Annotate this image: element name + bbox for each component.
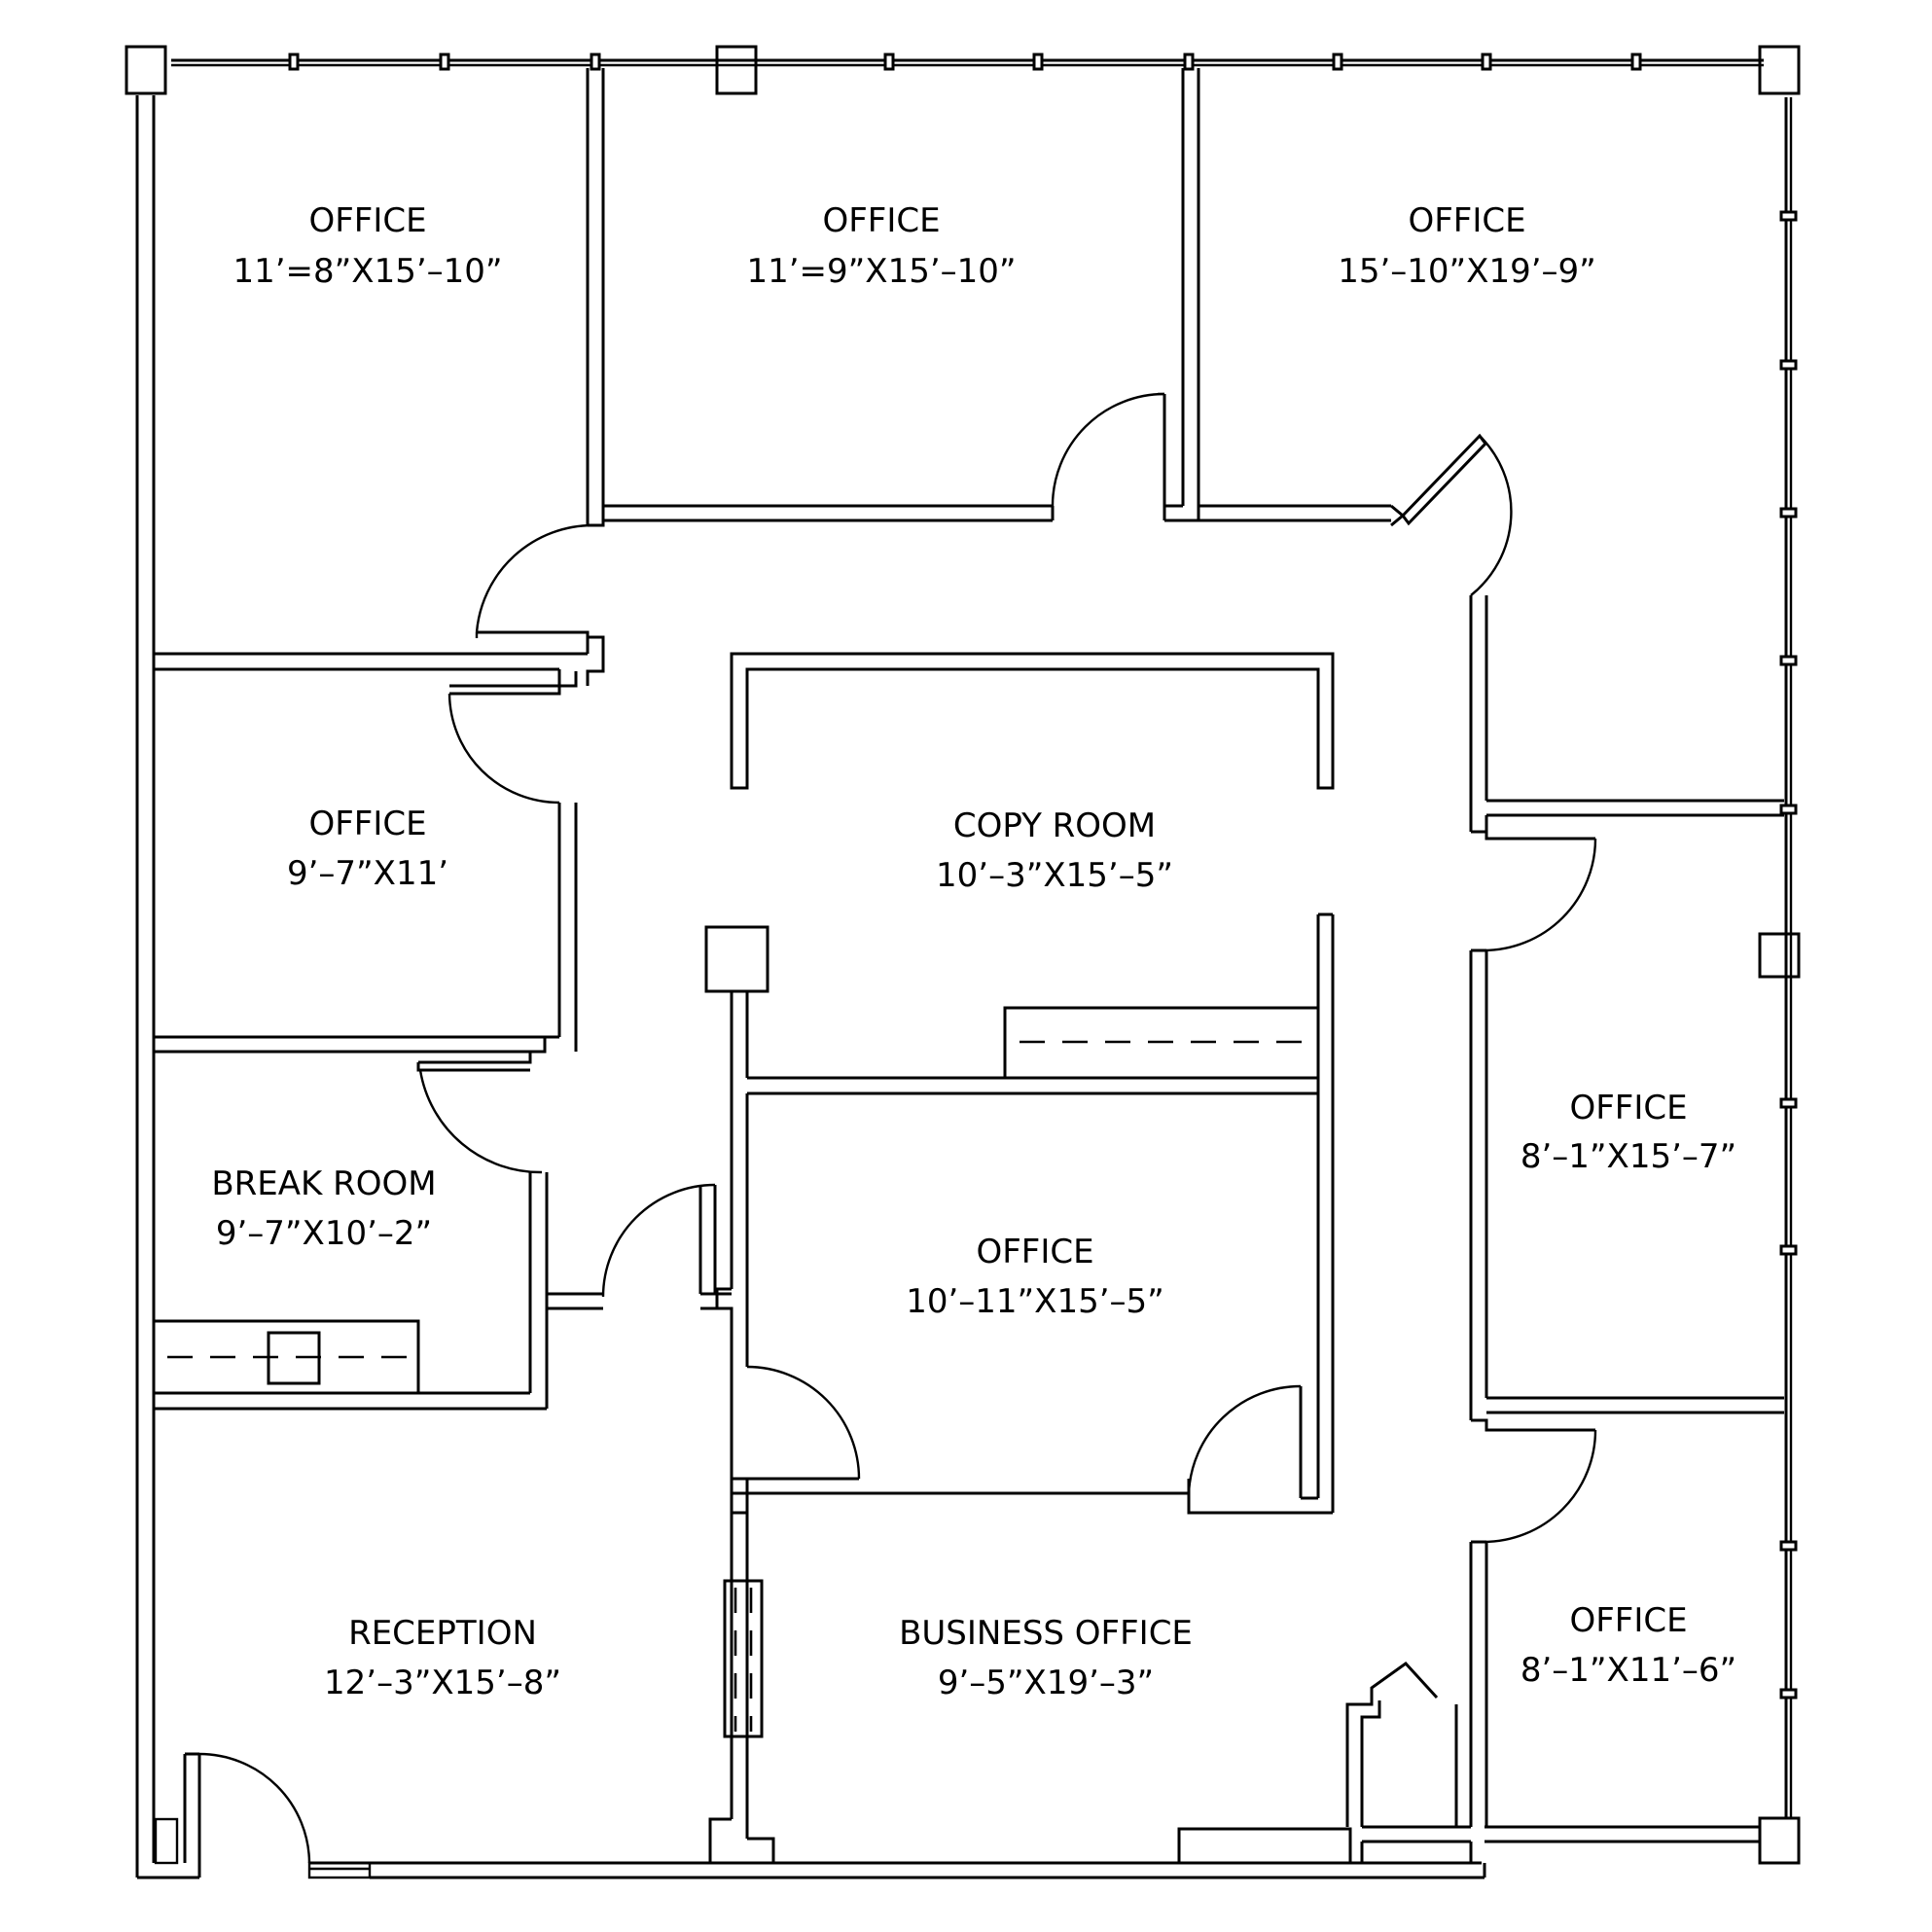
break-room-name: BREAK ROOM: [211, 1164, 436, 1203]
office-1-name: OFFICE: [308, 201, 426, 240]
west-exterior-wall: [135, 95, 156, 1878]
office-4-walls: [154, 669, 578, 1064]
office-4-name: OFFICE: [308, 805, 426, 843]
business-office-dims: 9’–5”X19’–3”: [938, 1664, 1154, 1702]
columns: [125, 45, 1801, 1865]
office-2-name: OFFICE: [822, 201, 940, 240]
office-2-dims: 11’=9”X15’–10”: [746, 252, 1016, 291]
office-6-name: OFFICE: [976, 1233, 1093, 1271]
copy-room-walls: [730, 652, 1335, 1513]
east-curtain-wall: [1779, 97, 1798, 1819]
office-4-dims: 9’–7”X11’: [287, 854, 448, 893]
room-labels: OFFICE 11’=8”X15’–10” OFFICE 11’=9”X15’–…: [211, 201, 1736, 1702]
business-office-name: BUSINESS OFFICE: [899, 1614, 1193, 1653]
copy-room-dims: 10’–3”X15’–5”: [936, 856, 1173, 895]
break-room-dims: 9’–7”X10’–2”: [216, 1214, 432, 1253]
office-5-name: OFFICE: [1569, 1089, 1687, 1127]
office-6-dims: 10’–11”X15’–5”: [906, 1282, 1164, 1321]
office-2-walls: [603, 68, 1200, 522]
office-3-dims: 15’–10”X19’–9”: [1338, 252, 1596, 291]
office-6-walls: [715, 1093, 1333, 1515]
reception-business-walls: [183, 1479, 1352, 1878]
office-1-dims: 11’=8”X15’–10”: [233, 252, 502, 291]
office-5-dims: 8’–1”X15’–7”: [1521, 1137, 1736, 1176]
reception-name: RECEPTION: [348, 1614, 537, 1653]
south-exterior-wall: [137, 1817, 1760, 1879]
office-7-dims: 8’–1”X11’–6”: [1521, 1651, 1736, 1690]
office-3-walls: [1199, 433, 1784, 832]
north-curtain-wall: [171, 53, 1764, 71]
reception-dims: 12’–3”X15’–8”: [324, 1664, 561, 1702]
office-7-name: OFFICE: [1569, 1601, 1687, 1640]
storage-closet-walls: [1345, 1662, 1473, 1863]
break-room-walls: [152, 1062, 732, 1411]
office-1-walls: [154, 68, 605, 686]
east-office-walls: [1469, 815, 1784, 1827]
office-3-name: OFFICE: [1408, 201, 1525, 240]
copy-room-name: COPY ROOM: [953, 806, 1156, 845]
